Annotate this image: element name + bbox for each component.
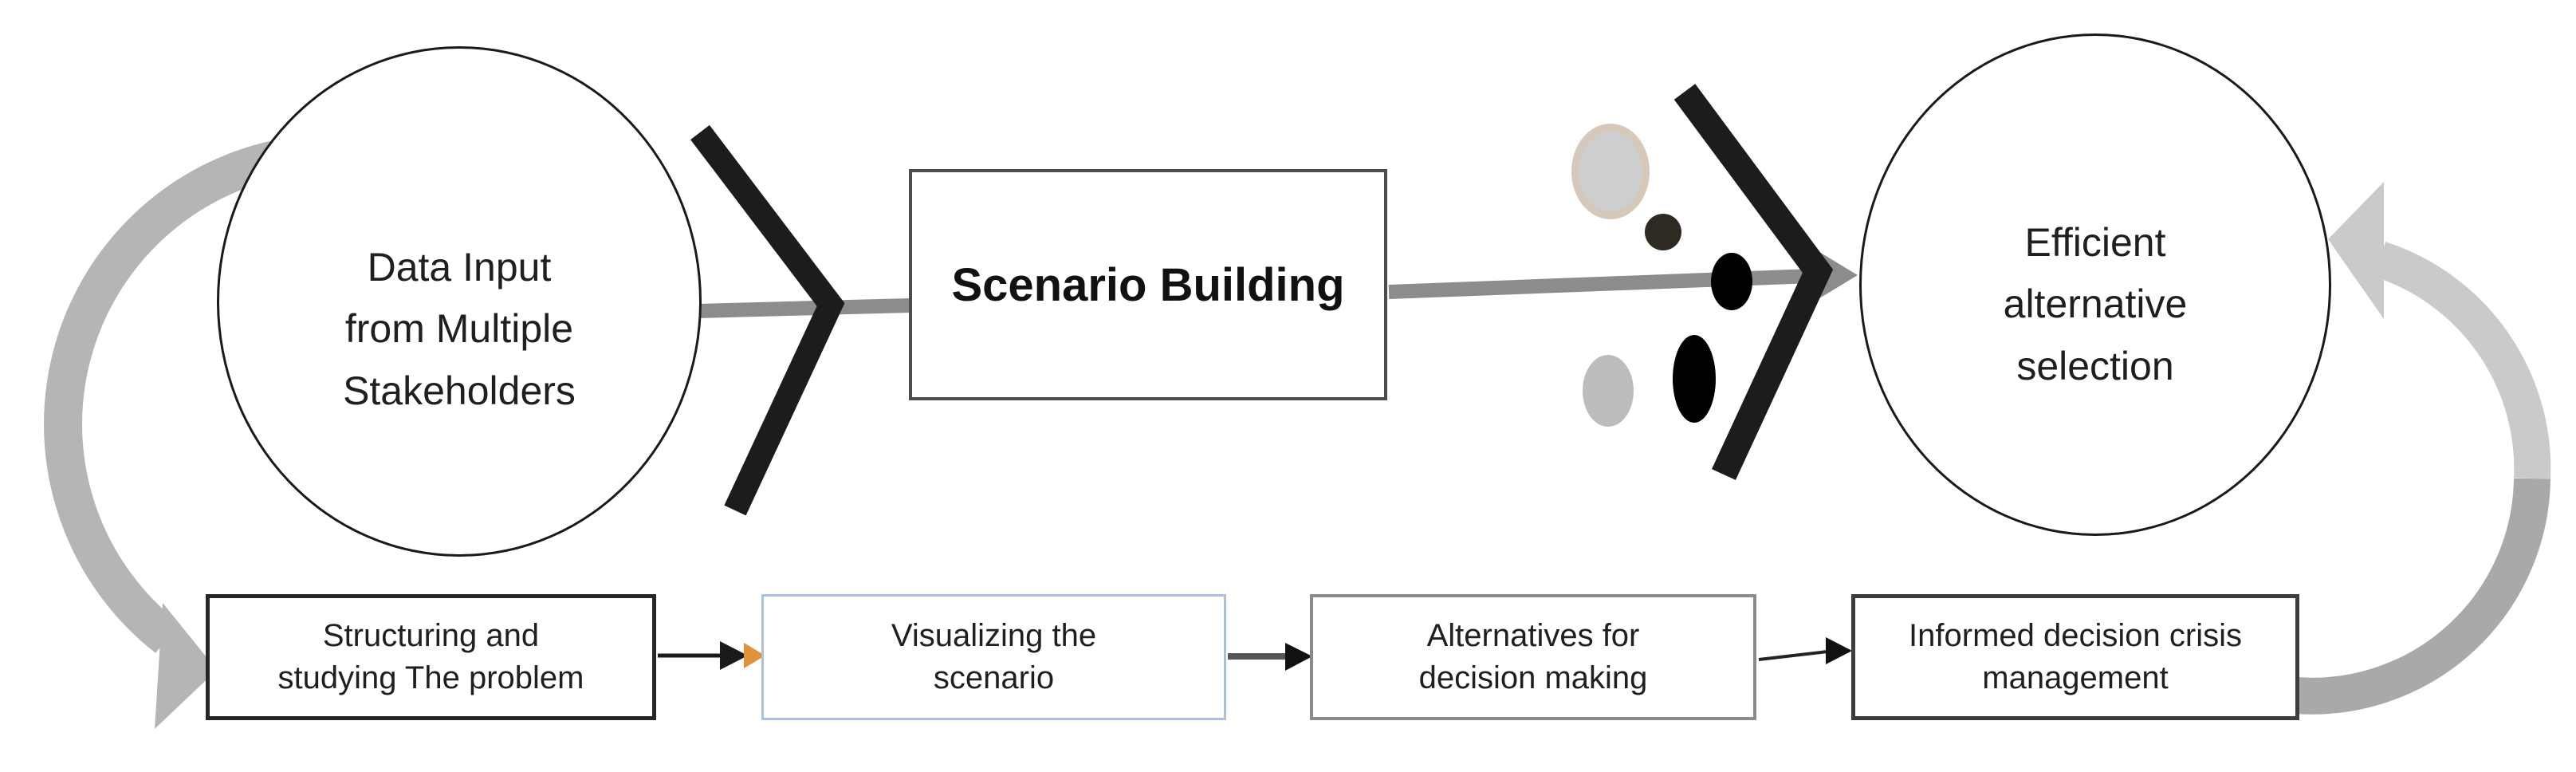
right-cycle-arc-lower (2295, 478, 2550, 715)
right-cycle-arrowhead-icon (2328, 182, 2384, 319)
orange-arrowhead-icon (744, 643, 765, 668)
data-input-circle-label: Data Input from Multiple Stakeholders (343, 244, 576, 413)
left-cycle-arrow-icon (44, 140, 280, 729)
step1-arrowhead-icon (720, 641, 748, 670)
process-box-label: Structuring and studying The problem (277, 618, 584, 695)
step1-to-step2-arrow (658, 641, 765, 670)
step3-to-step4-arrow (1758, 637, 1852, 664)
process-box-label: Visualizing the scenario (891, 618, 1097, 695)
process-box-label: Alternatives for decision making (1418, 618, 1648, 695)
dot-black-small-icon (1711, 253, 1752, 310)
flow-line-left-segment (696, 298, 911, 318)
step3-arrowhead-icon (1826, 637, 1852, 664)
dot-dark-brown-icon (1645, 214, 1681, 250)
dot-black-tall-icon (1673, 335, 1716, 423)
flow-line-arrowhead-icon (1819, 252, 1858, 298)
process-box-label: Informed decision crisis management (1909, 618, 2242, 695)
step3-arrow-line (1758, 650, 1828, 661)
process-box-informed-decision: Informed decision crisis management (1851, 594, 2299, 720)
process-box-alternatives: Alternatives for decision making (1310, 594, 1756, 720)
efficient-selection-circle: Efficient alternative selection (1859, 33, 2331, 536)
dot-beige-ellipse-icon (1571, 124, 1650, 219)
data-input-circle: Data Input from Multiple Stakeholders (217, 46, 702, 557)
right-cycle-arc-upper (2373, 242, 2551, 480)
step2-arrowhead-icon (1285, 643, 1312, 671)
left-cycle-arrowhead-icon (155, 603, 217, 729)
dot-light-gray-icon (1583, 355, 1634, 427)
main-flow-line (696, 252, 1858, 318)
right-chevron-icon (1673, 84, 1834, 480)
step2-to-step3-arrow (1228, 643, 1312, 671)
flow-line-right-segment (1388, 268, 1835, 299)
left-chevron-icon (690, 124, 845, 516)
process-box-structuring: Structuring and studying The problem (206, 594, 656, 720)
stakeholder-dots (1571, 124, 1752, 427)
efficient-selection-label: Efficient alternative selection (2003, 219, 2188, 388)
right-cycle-arrow-icon (2295, 182, 2551, 715)
process-box-visualizing: Visualizing the scenario (761, 594, 1226, 720)
left-cycle-arc (44, 140, 280, 653)
scenario-building-label: Scenario Building (951, 258, 1345, 311)
scenario-building-box: Scenario Building (909, 169, 1387, 400)
